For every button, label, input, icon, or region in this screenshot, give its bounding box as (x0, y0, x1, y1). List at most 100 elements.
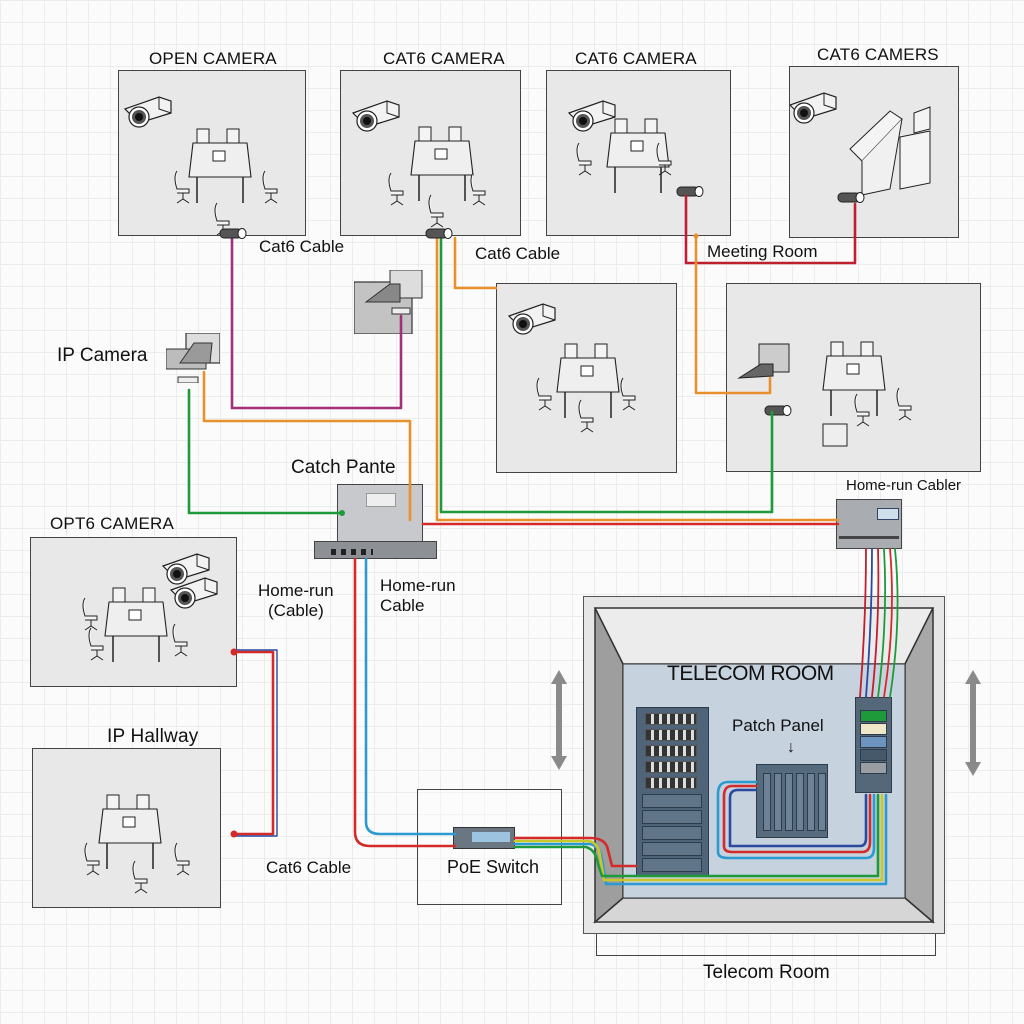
rack-slot (642, 858, 702, 872)
home-run-cable-label-left-1: Home-run (258, 581, 334, 600)
wall-jack-icon (391, 307, 411, 315)
patch-panel-port (785, 773, 793, 831)
cat6-coupler-icon (837, 192, 865, 203)
room-title-cat6-camera-1: CAT6 CAMERA (383, 49, 505, 68)
distribution-cabinet (855, 697, 892, 793)
cat6-cable-label-2: Cat6 Cable (475, 244, 561, 263)
room-cat6-camera-1-illustration (352, 100, 486, 228)
patch-panel-port (807, 773, 815, 831)
rack-switch-unit (645, 777, 697, 789)
catch-pante-device (337, 484, 423, 542)
poe-switch-ports (472, 832, 510, 842)
rack-switch-unit (645, 745, 697, 757)
chair-icon (428, 194, 444, 228)
patch-panel-port (796, 773, 804, 831)
room-cat6-camera-2 (546, 70, 731, 236)
chair-icon (536, 377, 552, 411)
room-ip-hallway (32, 748, 221, 908)
chair-icon (132, 860, 148, 894)
security-camera-icon (508, 303, 556, 335)
poe-switch (453, 827, 515, 849)
cat6-cable-label-1: Cat6 Cable (259, 237, 345, 256)
room-cat6-camers-illustration (789, 92, 931, 203)
patch-panel-port (763, 773, 771, 831)
meeting-table-icon (104, 587, 168, 663)
ip-camera-label: IP Camera (57, 345, 148, 366)
room-middle-camera-illustration (508, 303, 636, 433)
home-run-cabler-label: Home-run Cabler (846, 477, 962, 494)
cabinet-band (860, 723, 887, 735)
room-meeting-room (726, 283, 981, 472)
cabinet-band (860, 749, 887, 761)
cabinet-band (860, 736, 887, 748)
cabinet-band (860, 762, 887, 774)
rack-switch-unit (645, 729, 697, 741)
rack-slot (642, 826, 702, 840)
junction-strip (839, 536, 899, 539)
chair-icon (388, 172, 404, 206)
room-cat6-camera-2-illustration (568, 100, 704, 197)
meeting-room-label: Meeting Room (707, 242, 818, 261)
security-camera-icon (124, 96, 172, 128)
chair-icon (214, 202, 230, 236)
security-camera-icon (568, 100, 616, 132)
wall-jack-icon (177, 376, 199, 384)
patch-panel-port (818, 773, 826, 831)
meeting-table-icon (188, 128, 252, 204)
catch-pante-switch-base (314, 541, 437, 559)
chair-icon (84, 842, 100, 876)
room-opt6-camera (30, 537, 237, 687)
switch-ports (331, 549, 373, 555)
meeting-table-icon (556, 343, 620, 419)
home-run-cable-label-left-2: (Cable) (268, 601, 324, 620)
patch-panel (756, 764, 828, 838)
patch-panel-arrow-icon: ↓ (787, 739, 795, 756)
meeting-table-icon (822, 341, 886, 417)
home-run-junction-box (836, 499, 902, 549)
rack-slot (642, 794, 702, 808)
home-run-cable-label-right-1: Home-run (380, 576, 456, 595)
chair-icon (576, 142, 592, 176)
chair-icon (620, 377, 636, 411)
room-open-camera-illustration (124, 96, 278, 236)
patch-panel-port (774, 773, 782, 831)
chair-icon (854, 393, 870, 427)
room-opt6-camera-illustration (82, 553, 218, 663)
ip-camera-device (165, 332, 221, 384)
security-camera-icon (789, 92, 837, 124)
chair-icon (172, 623, 188, 657)
rack-slot (642, 810, 702, 824)
cat6-cable-label-3: Cat6 Cable (266, 858, 352, 877)
workstation-device (353, 269, 424, 335)
room-meeting-room-illustration (737, 341, 912, 447)
security-camera-icon (352, 100, 400, 132)
vertical-arrow-right-icon (965, 670, 981, 776)
room-ip-hallway-illustration (84, 794, 190, 894)
chair-icon (578, 399, 594, 433)
junction-display (877, 508, 899, 520)
cable-red-opt6-hallway (232, 650, 275, 836)
room-title-cat6-camera-2: CAT6 CAMERA (575, 49, 697, 68)
room-open-camera (118, 70, 306, 236)
chair-icon (262, 170, 278, 204)
stool-icon (822, 423, 848, 447)
rack-switch-unit (645, 713, 697, 725)
chair-icon (174, 842, 190, 876)
room-cat6-camers (789, 66, 959, 238)
telecom-room-caption: Telecom Room (703, 962, 830, 983)
cabinet-icon (899, 130, 931, 190)
server-rack (636, 707, 709, 877)
room-title-open-camera: OPEN CAMERA (149, 49, 277, 68)
chair-icon (470, 172, 486, 206)
telecom-room-bracket (596, 934, 936, 956)
cable-green-ipcamera (187, 388, 344, 515)
room-title-opt6-camera: OPT6 CAMERA (50, 514, 175, 533)
cat6-coupler-icon (764, 405, 792, 416)
poe-switch-label: PoE Switch (447, 857, 540, 877)
telecom-room-title: TELECOM ROOM (667, 662, 834, 685)
room-middle-camera (496, 283, 677, 473)
room-title-ip-hallway: IP Hallway (107, 726, 199, 747)
device-display (366, 493, 396, 507)
chair-icon (896, 387, 912, 421)
chair-icon (82, 597, 98, 631)
